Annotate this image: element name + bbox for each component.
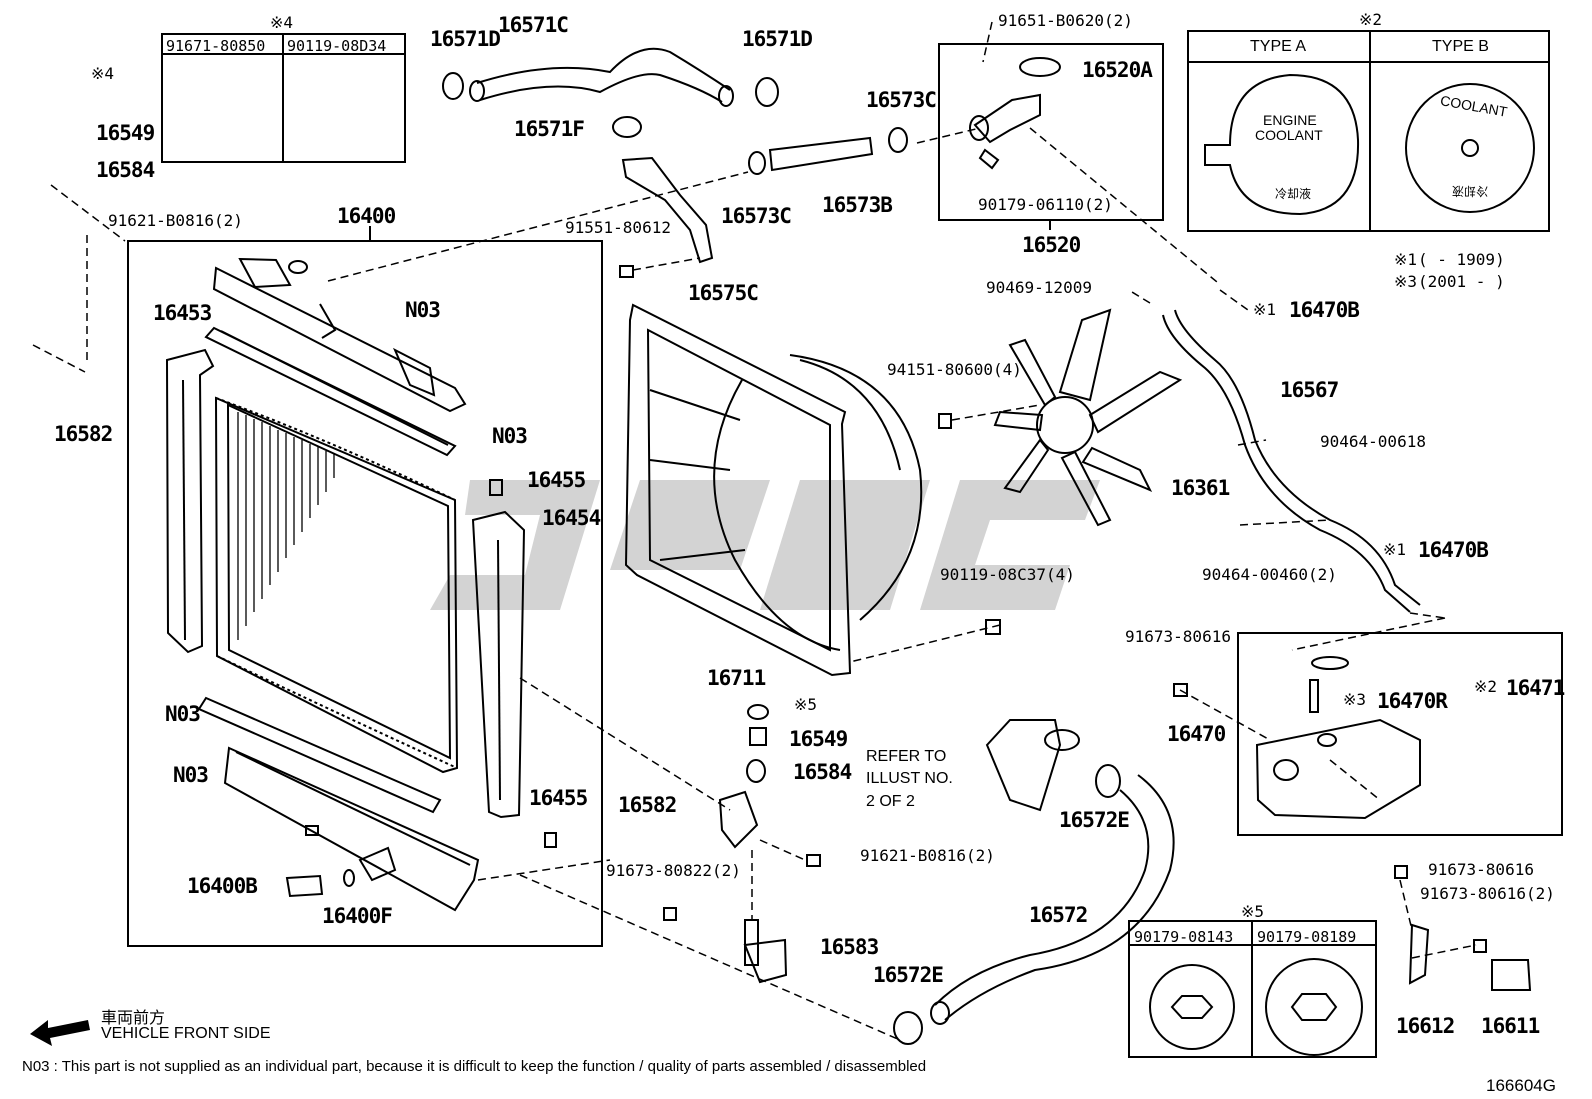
watermark-logo xyxy=(430,480,1100,610)
label-16582-bottom: 16582 xyxy=(618,793,677,817)
label-91673-80616-b: 91673-80616 xyxy=(1428,860,1534,879)
label-16582-left: 16582 xyxy=(54,422,113,446)
refer-line-2: ILLUST NO. xyxy=(866,770,953,787)
label-90179-06110: 90179-06110(2) xyxy=(978,195,1113,214)
label-90464-00618: 90464-00618 xyxy=(1320,432,1426,451)
mark-3: ※3 xyxy=(1343,690,1367,709)
radiator-parts xyxy=(165,257,557,912)
front-label-jp: 車両前方 xyxy=(101,1010,166,1027)
label-16400b: 16400B xyxy=(187,874,258,898)
label-16470r: 16470R xyxy=(1377,689,1448,713)
hose-parts xyxy=(442,47,1061,278)
refer-line-1: REFER TO xyxy=(866,748,947,765)
table-4-col1: 91671-80850 xyxy=(166,37,266,55)
label-91621-b0816-top: 91621-B0816(2) xyxy=(108,211,243,230)
label-91673-80616-c: 91673-80616(2) xyxy=(1420,884,1555,903)
foot1-text: ( - 1909) xyxy=(1418,250,1505,269)
label-16470: 16470 xyxy=(1167,722,1226,746)
table-5-col2: 90179-08189 xyxy=(1257,928,1357,946)
label-16573c-top: 16573C xyxy=(866,88,937,112)
label-16571d-right: 16571D xyxy=(742,27,813,51)
label-16573c-bottom: 16573C xyxy=(721,204,792,228)
table-4-col2: 90119-08D34 xyxy=(287,37,387,55)
cap-b-jp: 冷却液 xyxy=(1452,184,1489,198)
illustration-number: 166604G xyxy=(1486,1076,1556,1095)
label-16400: 16400 xyxy=(337,204,396,228)
footnote-n03: N03 : This part is not supplied as an in… xyxy=(22,1058,927,1075)
table-2-note: ※2 xyxy=(1359,10,1383,29)
lower-parts xyxy=(663,309,1532,1045)
cap-icons xyxy=(1149,73,1535,1056)
foot1-mark: ※1 xyxy=(1394,250,1418,269)
label-16471: 16471 xyxy=(1506,676,1565,700)
label-91621-b0816-bottom: 91621-B0816(2) xyxy=(860,846,995,865)
label-90119-08c37: 90119-08C37(4) xyxy=(940,565,1075,584)
label-16571d-left: 16571D xyxy=(430,27,501,51)
type-b-header: TYPE B xyxy=(1432,38,1489,55)
radiator-assembly-frame xyxy=(127,240,603,947)
label-16583: 16583 xyxy=(820,935,879,959)
label-16455-top: 16455 xyxy=(527,468,586,492)
label-16470b-top: 16470B xyxy=(1289,298,1360,322)
mark-1-bottom: ※1 xyxy=(1383,540,1407,559)
label-16571f: 16571F xyxy=(514,117,585,141)
label-16549-top: 16549 xyxy=(96,121,155,145)
mark-5: ※5 xyxy=(794,695,818,714)
refer-line-3: 2 OF 2 xyxy=(866,793,915,810)
mark-2: ※2 xyxy=(1474,677,1498,696)
label-16520: 16520 xyxy=(1022,233,1081,257)
label-91673-80616-a: 91673-80616 xyxy=(1125,627,1231,646)
label-16584-bottom: 16584 xyxy=(793,760,852,784)
table-4-box xyxy=(161,33,406,163)
label-n03-3: N03 xyxy=(165,702,201,726)
table-2-box xyxy=(1187,30,1550,232)
leader-lines xyxy=(32,21,1477,1041)
label-16711: 16711 xyxy=(707,666,766,690)
label-16611: 16611 xyxy=(1481,1014,1540,1038)
front-arrow-icon xyxy=(30,1020,90,1046)
label-90464-00460: 90464-00460(2) xyxy=(1202,565,1337,584)
label-16571c: 16571C xyxy=(498,13,569,37)
label-16549-bottom: 16549 xyxy=(789,727,848,751)
label-16400f: 16400F xyxy=(322,904,393,928)
cap-a-jp: 冷却液 xyxy=(1275,187,1312,201)
label-91651-b0620: 91651-B0620(2) xyxy=(998,11,1133,30)
type-a-header: TYPE A xyxy=(1250,38,1307,55)
label-16573b: 16573B xyxy=(822,193,893,217)
label-16361: 16361 xyxy=(1171,476,1230,500)
table-5-col1: 90179-08143 xyxy=(1134,928,1234,946)
label-n03-2: N03 xyxy=(492,424,528,448)
table-5-box xyxy=(1128,920,1377,1058)
label-n03-4: N03 xyxy=(173,763,209,787)
mark-1-top: ※1 xyxy=(1253,300,1277,319)
label-16453: 16453 xyxy=(153,301,212,325)
label-16470b-bottom: 16470B xyxy=(1418,538,1489,562)
reserve-tank-frame xyxy=(1237,632,1563,836)
label-16572: 16572 xyxy=(1029,903,1088,927)
label-n03-1: N03 xyxy=(405,298,441,322)
label-16572e-bottom: 16572E xyxy=(873,963,944,987)
label-16520a: 16520A xyxy=(1082,58,1153,82)
label-16575c: 16575C xyxy=(688,281,759,305)
foot3-mark: ※3 xyxy=(1394,272,1418,291)
label-16572e-top: 16572E xyxy=(1059,808,1130,832)
table-4-note: ※4 xyxy=(270,13,294,32)
cap-a-line1: ENGINE xyxy=(1263,112,1317,128)
label-91673-80822: 91673-80822(2) xyxy=(606,861,741,880)
shroud-fan xyxy=(624,303,1183,677)
label-16454: 16454 xyxy=(542,506,601,530)
label-94151-80600: 94151-80600(4) xyxy=(887,360,1022,379)
front-label-en: VEHICLE FRONT SIDE xyxy=(101,1025,271,1042)
foot3-text: (2001 - ) xyxy=(1418,272,1505,291)
mark-4-bolt: ※4 xyxy=(91,64,115,83)
label-90469-12009: 90469-12009 xyxy=(986,278,1092,297)
label-16567: 16567 xyxy=(1280,378,1339,402)
label-16584-top: 16584 xyxy=(96,158,155,182)
cap-a-line2: COOLANT xyxy=(1255,127,1323,143)
label-16455-bottom: 16455 xyxy=(529,786,588,810)
label-16612: 16612 xyxy=(1396,1014,1455,1038)
table-5-note: ※5 xyxy=(1241,902,1265,921)
label-91551-80612: 91551-80612 xyxy=(565,218,671,237)
